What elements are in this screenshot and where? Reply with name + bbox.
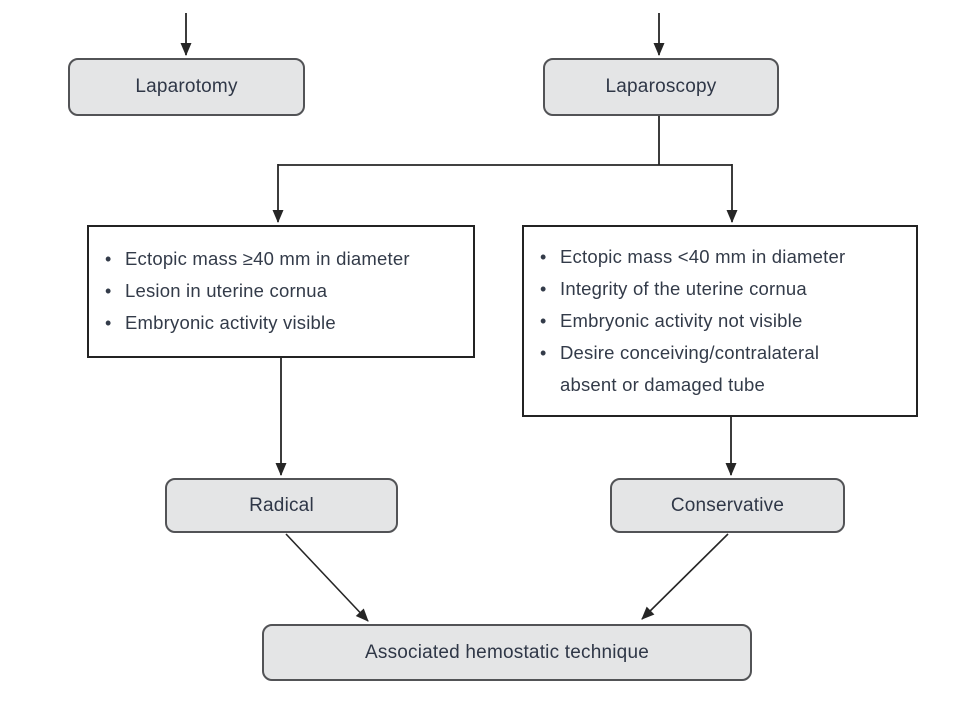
- criteria-item-text: Embryonic activity not visible: [560, 310, 803, 331]
- node-laparoscopy: Laparoscopy: [543, 58, 779, 116]
- criteria-conservative-box: • Ectopic mass <40 mm in diameter • Inte…: [522, 225, 918, 417]
- criteria-item-text: Integrity of the uterine cornua: [560, 278, 807, 299]
- bullet-icon: •: [105, 281, 112, 301]
- node-conservative: Conservative: [610, 478, 845, 533]
- criteria-radical-box: • Ectopic mass ≥40 mm in diameter • Lesi…: [87, 225, 475, 358]
- node-radical: Radical: [165, 478, 398, 533]
- bullet-icon: •: [540, 279, 547, 299]
- bullet-icon: •: [105, 249, 112, 269]
- criteria-item: • Ectopic mass <40 mm in diameter: [540, 241, 906, 273]
- criteria-item: • Embryonic activity not visible: [540, 305, 906, 337]
- bullet-icon: •: [540, 247, 547, 267]
- arrow-conservative-to-technique: [641, 533, 729, 620]
- criteria-item-text: Ectopic mass <40 mm in diameter: [560, 246, 846, 267]
- arrow-radical-to-technique: [285, 533, 369, 622]
- node-conservative-label: Conservative: [670, 494, 785, 516]
- criteria-item: • Ectopic mass ≥40 mm in diameter: [105, 243, 463, 275]
- bullet-icon: •: [105, 313, 112, 333]
- criteria-item: • Lesion in uterine cornua: [105, 275, 463, 307]
- bullet-icon: •: [540, 311, 547, 331]
- node-laparoscopy-label: Laparoscopy: [605, 76, 717, 97]
- criteria-item-text: Embryonic activity visible: [125, 312, 336, 333]
- node-technique-label: Associated hemostatic technique: [365, 641, 649, 663]
- node-technique: Associated hemostatic technique: [262, 624, 752, 681]
- criteria-item-text: Ectopic mass ≥40 mm in diameter: [125, 248, 410, 269]
- criteria-item: • Embryonic activity visible: [105, 307, 463, 339]
- criteria-item-text: Desire conceiving/contralateral absent o…: [560, 342, 820, 395]
- node-radical-label: Radical: [249, 494, 314, 516]
- node-laparotomy: Laparotomy: [68, 58, 305, 116]
- bullet-icon: •: [540, 343, 547, 363]
- node-laparotomy-label: Laparotomy: [135, 76, 238, 97]
- criteria-item: • Integrity of the uterine cornua: [540, 273, 906, 305]
- criteria-item-text: Lesion in uterine cornua: [125, 280, 328, 301]
- criteria-item: • Desire conceiving/contralateral absent…: [540, 337, 906, 401]
